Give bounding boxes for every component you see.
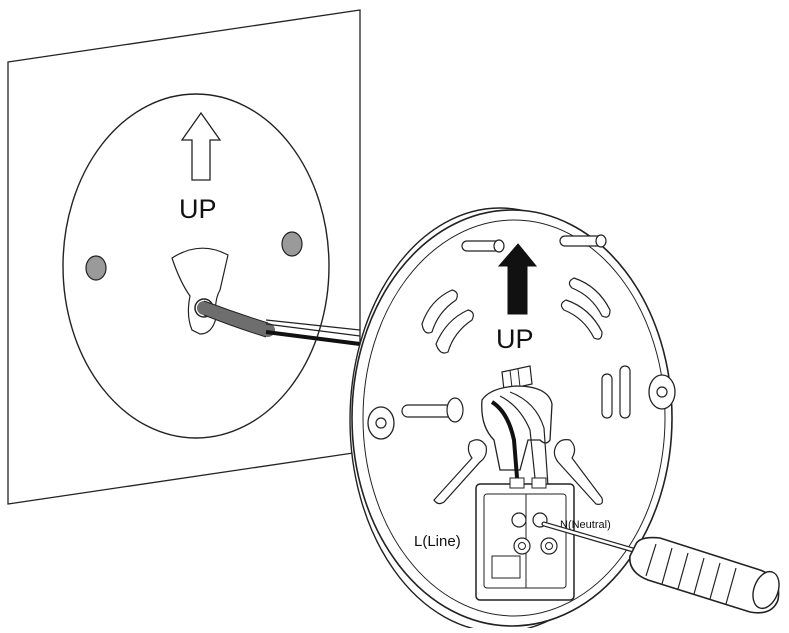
screwdriver-icon [541, 521, 780, 614]
plate-slots-far-right [601, 365, 631, 419]
cable-sheath [197, 301, 275, 337]
plate-pin-left [401, 397, 464, 423]
wire-black [265, 330, 361, 346]
wire-clamp [501, 365, 533, 391]
plate-tab-left [367, 406, 395, 440]
plate-up-label: UP [496, 324, 534, 354]
cable-sheath-outline [203, 300, 269, 338]
up-arrow-outline-icon [180, 111, 222, 181]
plate-pin-top-left [461, 239, 505, 253]
plate-wire-black [490, 400, 520, 491]
plate-pin-top-right [559, 234, 607, 248]
wall-screw-left [85, 255, 107, 281]
screwdriver-handle [629, 536, 780, 614]
wall-screw-right [281, 231, 303, 257]
terminal-label-line: L(Line) [414, 533, 461, 550]
wire-white [265, 323, 361, 337]
wall-up-label: UP [179, 194, 217, 224]
plate-inner-ring [362, 219, 666, 617]
terminal-label-neutral: N(Neutral) [560, 519, 611, 531]
plate-wire-white-a [499, 395, 537, 489]
plate-keyhole-left [433, 439, 487, 505]
plate-tab-right [648, 374, 676, 410]
up-arrow-filled-icon [497, 243, 538, 315]
plate-slots-left [421, 289, 474, 354]
plate-slots-right [560, 277, 611, 340]
plate-keyhole-right [553, 439, 603, 505]
terminal-block [475, 477, 575, 601]
wire-white-2 [265, 319, 361, 331]
plate-wire-white-b [509, 391, 549, 487]
